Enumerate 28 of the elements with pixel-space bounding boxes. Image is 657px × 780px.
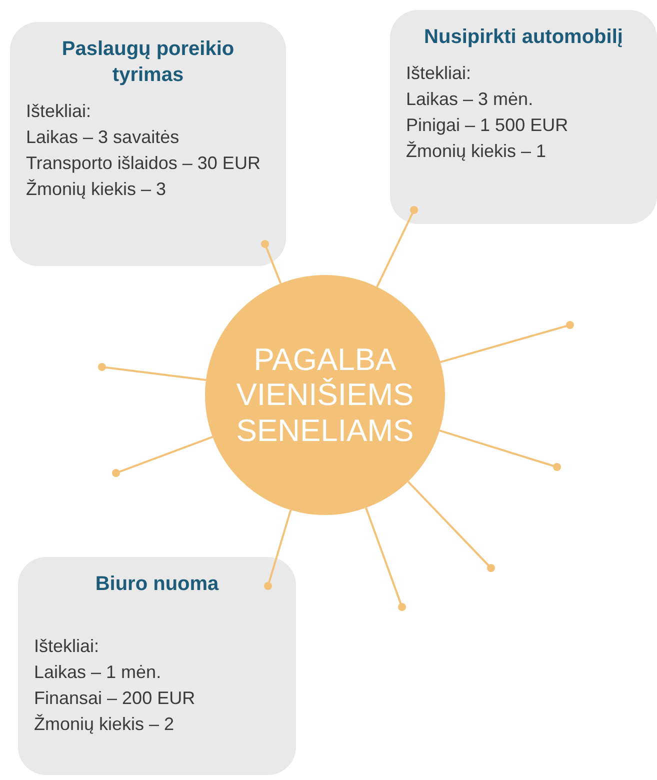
resource-card bbox=[390, 10, 657, 224]
resource-line: Finansai – 200 EUR bbox=[34, 687, 196, 710]
resource-line: Žmonių kiekis – 2 bbox=[34, 713, 176, 736]
topic-text: PAGALBA VIENIŠIEMS SENELIAMS bbox=[235, 342, 415, 448]
connector-line bbox=[376, 206, 418, 288]
connector-line bbox=[112, 436, 213, 477]
connector-line bbox=[365, 507, 406, 611]
connector-line bbox=[98, 363, 206, 382]
resource-heading: Ištekliai: bbox=[34, 635, 100, 658]
resource-heading: Ištekliai: bbox=[26, 100, 92, 123]
resource-line: Laikas – 3 savaitės bbox=[26, 126, 180, 150]
card-title: Nusipirkti automobilį bbox=[423, 25, 624, 50]
connector-line bbox=[261, 240, 282, 284]
resource-line: Laikas – 1 mėn. bbox=[34, 661, 162, 684]
resource-line: Žmonių kiekis – 1 bbox=[406, 140, 548, 164]
resource-line: Pinigai – 1 500 EUR bbox=[406, 114, 570, 138]
resource-card bbox=[18, 557, 296, 775]
connector-line bbox=[264, 510, 292, 590]
resource-line: Transporto išlaidos – 30 EUR bbox=[26, 152, 262, 176]
card-title: Biuro nuoma bbox=[94, 572, 220, 597]
connector-line bbox=[440, 321, 574, 363]
connector-line bbox=[407, 480, 495, 572]
card-title: Paslaugų poreikio tyrimas bbox=[60, 37, 236, 88]
resource-line: Laikas – 3 mėn. bbox=[406, 88, 534, 112]
resource-heading: Ištekliai: bbox=[406, 62, 472, 85]
resource-line: Žmonių kiekis – 3 bbox=[26, 178, 168, 202]
connector-line bbox=[439, 430, 561, 471]
resource-card bbox=[10, 22, 286, 266]
